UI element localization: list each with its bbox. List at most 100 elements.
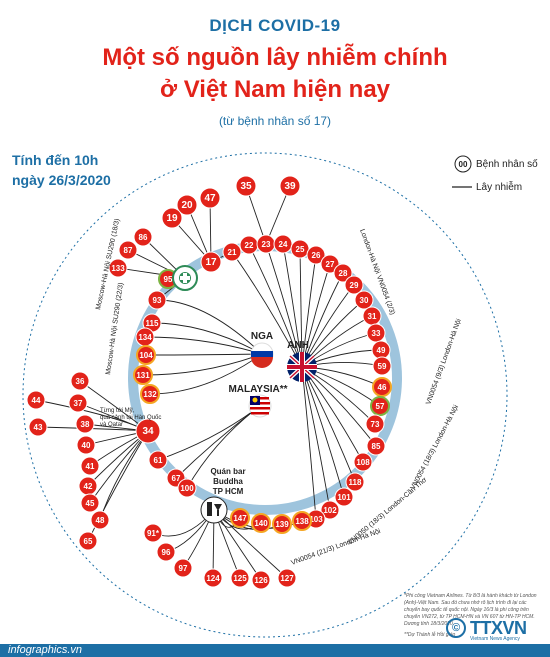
patient-node: 115: [142, 313, 162, 333]
infection-edge: [186, 405, 261, 489]
legend-node-label: Bệnh nhân số: [476, 158, 538, 170]
patient-node: 40: [76, 435, 96, 455]
ministry-emblem-icon: [172, 265, 198, 291]
infection-edge: [301, 366, 364, 463]
patient-number: 87: [124, 246, 133, 255]
patient-number: 17: [205, 257, 217, 268]
patient-node: 39: [279, 175, 301, 197]
infection-edge: [282, 243, 303, 368]
uk-flag-icon: [287, 352, 317, 382]
patient-node: 118: [345, 472, 365, 492]
patient-number: 124: [206, 574, 220, 583]
patient-number: 101: [337, 493, 351, 502]
patient-node: 46: [372, 377, 392, 397]
malaysia-flag-icon: [248, 394, 272, 418]
patient-node: 27: [320, 254, 340, 274]
source-label-anh: ANH: [287, 340, 309, 351]
patient-number: 38: [81, 420, 90, 429]
patient-node: 134: [135, 327, 155, 347]
patient-number: 133: [111, 264, 125, 273]
patient-number: 45: [86, 499, 95, 508]
patient-node: 45: [80, 493, 100, 513]
patient-number: 127: [280, 574, 294, 583]
legend-node-icon: [454, 155, 472, 173]
kicker: DỊCH COVID-19: [209, 16, 341, 35]
patient-node: 102: [320, 500, 340, 520]
subtitle: (từ bệnh nhân số 17): [218, 114, 332, 128]
patient-node: 22: [239, 235, 259, 255]
copyright-icon: ©: [446, 618, 466, 638]
patient-node: 29: [344, 275, 364, 295]
patient-number: 115: [146, 319, 159, 328]
patient-node: 104: [136, 345, 156, 365]
patient-node: 41: [80, 456, 100, 476]
patient-number: 147: [233, 514, 247, 523]
patient-number: 39: [284, 181, 296, 192]
patient-number: 49: [377, 346, 386, 355]
flight-label: VN0054 (9/3) London-Hà Nội: [425, 318, 463, 406]
patient-number: 30: [360, 296, 369, 305]
patient-number: 35: [240, 181, 252, 192]
footer-bar: [0, 644, 550, 657]
patient-number: 61: [154, 456, 163, 465]
patient-node: 31: [362, 306, 382, 326]
patient-node: 91*: [143, 523, 163, 543]
legend-node-sample: 00: [459, 160, 468, 169]
footnote-malaysia: **Dự Thánh lễ Hồi giáo: [404, 632, 456, 638]
source-label-nga: NGA: [251, 331, 273, 342]
footer-site[interactable]: infographics.vn: [8, 644, 82, 656]
infection-edge: [301, 263, 331, 368]
patient-number: 31: [368, 312, 377, 321]
patient-node: 26: [306, 245, 326, 265]
patient-number: 138: [295, 517, 309, 526]
patient-number: 44: [32, 396, 41, 405]
patient-number: 86: [139, 233, 148, 242]
patient-number: 100: [180, 484, 194, 493]
infection-edge: [301, 366, 317, 520]
patient-number: 102: [323, 506, 337, 515]
patient-node: 108: [353, 452, 373, 472]
page-title-line1: Một số nguồn lây nhiễm chính: [102, 44, 448, 71]
patient-number: 36: [76, 377, 85, 386]
patient-number: 131: [136, 371, 150, 380]
patient-node: 38: [75, 414, 95, 434]
patient-node: 86: [133, 227, 153, 247]
patient-node: 97: [173, 558, 193, 578]
patient-number: 85: [372, 442, 381, 451]
infection-edge: [209, 197, 212, 263]
patient-node: 23: [256, 234, 276, 254]
flight-label: VN0054 (18/3) London-Hà Nội: [410, 404, 461, 491]
patient-number: 33: [372, 329, 381, 338]
patient-node: 87: [118, 240, 138, 260]
infection-edge: [156, 299, 263, 355]
patient-node: 131: [133, 365, 153, 385]
patient-number: 21: [228, 248, 237, 257]
as-of-line1: Tính đến 10h: [12, 152, 99, 168]
patient-number: 57: [376, 402, 385, 411]
patient-node: 59: [372, 356, 392, 376]
patient-number: 104: [139, 351, 153, 360]
patient-node: 37: [68, 393, 88, 413]
infection-edge: [142, 353, 263, 376]
patient-node: 21: [222, 242, 242, 262]
infection-edge: [231, 251, 303, 368]
patient-number: 59: [378, 362, 387, 371]
legend-edge-label: Lây nhiễm: [476, 180, 522, 193]
patient-number: 108: [356, 458, 370, 467]
russia-flag-icon: [250, 342, 274, 368]
patient-node: 124: [203, 568, 223, 588]
patient-number: 91*: [147, 529, 160, 538]
outer-dashed-circle: [22, 152, 508, 638]
patient-number: 134: [138, 333, 152, 342]
patient-number: 23: [262, 240, 271, 249]
patient-number: 93: [153, 296, 162, 305]
patient-number: 125: [233, 574, 247, 583]
patient-number: 67: [172, 474, 181, 483]
patient-number: 34: [142, 426, 154, 437]
patient-number: 41: [86, 462, 95, 471]
patient-node: 19: [161, 207, 183, 229]
flight-label: VN0054 (21/3) London-Hà Nội: [290, 528, 382, 567]
